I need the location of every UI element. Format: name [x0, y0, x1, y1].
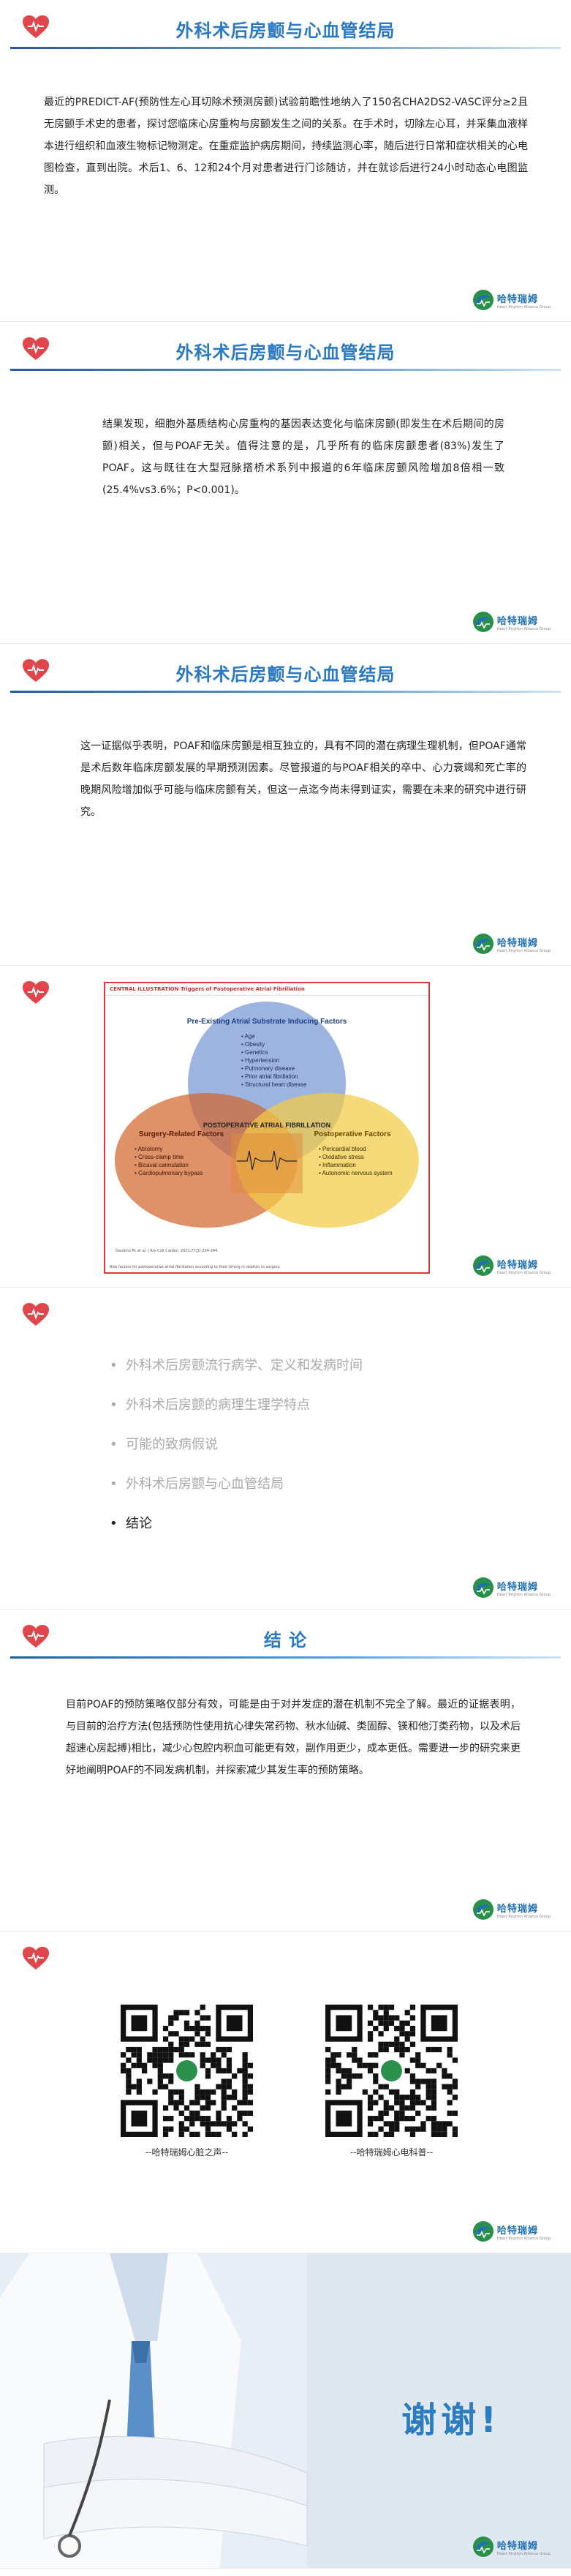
outline-item: •外科术后房颤流行病学、定义和发病时间: [110, 1358, 363, 1373]
brand-name-en: Heart Rhythm Alliance Group: [496, 1914, 551, 1919]
slide-4: CENTRAL ILLUSTRATION Triggers of Postope…: [0, 966, 571, 1288]
venn-item: • Obesity: [241, 1041, 265, 1048]
outline-item: •外科术后房颤与心血管结局: [110, 1476, 284, 1492]
logo-mark-icon: [472, 934, 494, 954]
slide-title: 外科术后房颤与心血管结局: [175, 20, 396, 41]
slide-paragraph: 结果发现，细胞外基质结构心房重构的基因表达变化与临床房颤(即发生在术后期间的房颤…: [102, 418, 504, 496]
brand-name: 哈特瑞姆: [496, 615, 538, 627]
slide-1: 外科术后房颤与心血管结局 最近的PREDICT-AF(预防性左心耳切除术预测房颤…: [0, 0, 571, 322]
slide-paragraph: 最近的PREDICT-AF(预防性左心耳切除术预测房颤)试验前瞻性地纳入了150…: [44, 97, 528, 196]
slide-paragraph: 目前POAF的预防策略仅部分有效，可能是由于对并发症的潜在机制不完全了解。最近的…: [66, 1699, 521, 1776]
qr-caption: --哈特瑞姆心电科普--: [349, 2147, 434, 2158]
logo-mark-icon: [472, 2536, 494, 2557]
logo-mark-icon: [472, 612, 494, 632]
heart-icon: [23, 659, 49, 682]
central-illustration: CENTRAL ILLUSTRATION Triggers of Postope…: [104, 982, 430, 1274]
brand-name: 哈特瑞姆: [496, 293, 538, 305]
slide-5-outline: •外科术后房颤流行病学、定义和发病时间 •外科术后房颤的病理生理学特点 •可能的…: [0, 1288, 571, 1610]
heart-icon: [23, 15, 49, 38]
qr-block-2: --哈特瑞姆心电科普--: [325, 2005, 458, 2158]
brand-name-en: Heart Rhythm Alliance Group: [496, 2236, 551, 2241]
brand-name: 哈特瑞姆: [496, 1259, 538, 1271]
brand-name: 哈特瑞姆: [496, 937, 538, 949]
figure-citation: Gaudino M, et al. J Am Coll Cardiol. 202…: [116, 1249, 219, 1253]
title-underline: [10, 691, 561, 693]
right-circle-title: Postoperative Factors: [314, 1130, 390, 1138]
venn-item: • Structural heart disease: [241, 1081, 307, 1088]
venn-diagram: Pre-Existing Atrial Substrate Inducing F…: [115, 1002, 419, 1228]
brand-name: 哈特瑞姆: [496, 1903, 538, 1915]
ecg-trace: [237, 1150, 297, 1171]
heart-icon: [23, 1303, 49, 1326]
venn-item: • Genetics: [241, 1049, 268, 1056]
title-underline: [10, 369, 561, 371]
brand-name-en: Heart Rhythm Alliance Group: [496, 1592, 551, 1597]
center-label: POSTOPERATIVE ATRIAL FIBRILLATION: [203, 1122, 330, 1129]
slide-title: 外科术后房颤与心血管结局: [175, 664, 396, 685]
outline-item: •可能的致病假说: [110, 1437, 218, 1452]
venn-item: • Pericardial blood: [319, 1146, 366, 1152]
venn-item: • Pulmonary disease: [241, 1065, 295, 1072]
logo-mark-icon: [472, 1577, 494, 1598]
brand-name-en: Heart Rhythm Alliance Group: [496, 2551, 551, 2556]
venn-item: • Inflammation: [319, 1162, 356, 1168]
venn-item: • Cardiopulmonary bypass: [135, 1170, 203, 1176]
venn-item: • Prior atrial fibrillation: [241, 1073, 298, 1080]
venn-item: • Oxidative stress: [319, 1154, 364, 1160]
venn-item: • Autonomic nervous system: [319, 1170, 393, 1176]
left-circle-title: Surgery-Related Factors: [139, 1130, 224, 1138]
heart-icon: [23, 1625, 49, 1648]
venn-item: • Bicaval cannulation: [135, 1162, 189, 1168]
venn-item: • Cross-clamp time: [135, 1154, 184, 1160]
brand-name: 哈特瑞姆: [496, 2225, 538, 2237]
qr-block-1: --哈特瑞姆心脏之声--: [121, 2005, 253, 2158]
logo-mark-icon: [472, 1899, 494, 1920]
title-underline: [10, 47, 561, 49]
slide-2: 外科术后房颤与心血管结局 结果发现，细胞外基质结构心房重构的基因表达变化与临床房…: [0, 322, 571, 644]
brand-name-en: Heart Rhythm Alliance Group: [496, 304, 551, 309]
venn-item: • Atriotomy: [135, 1146, 162, 1152]
outline-item: •结论: [110, 1516, 152, 1531]
outline-item: •外科术后房颤的病理生理学特点: [110, 1397, 310, 1413]
heart-icon: [23, 981, 49, 1004]
outline-list: •外科术后房颤流行病学、定义和发病时间 •外科术后房颤的病理生理学特点 •可能的…: [110, 1346, 363, 1544]
qr-code-icon[interactable]: [121, 2005, 253, 2137]
logo-mark-icon: [472, 1255, 494, 1276]
brand-name-en: Heart Rhythm Alliance Group: [496, 626, 551, 631]
figure-header: CENTRAL ILLUSTRATION Triggers of Postope…: [105, 983, 428, 996]
logo-mark-icon: [472, 290, 494, 310]
brand-name: 哈特瑞姆: [496, 1581, 538, 1593]
slide-6-conclusion: 结 论 目前POAF的预防策略仅部分有效，可能是由于对并发症的潜在机制不完全了解…: [0, 1610, 571, 1931]
heart-icon: [23, 337, 49, 360]
brand-name-en: Heart Rhythm Alliance Group: [496, 1270, 551, 1275]
brand-name: 哈特瑞姆: [496, 2540, 538, 2552]
qr-code-icon[interactable]: [325, 2005, 458, 2137]
heart-icon: [23, 1947, 49, 1969]
top-circle-title: Pre-Existing Atrial Substrate Inducing F…: [187, 1018, 347, 1026]
slide-title: 结 论: [263, 1630, 308, 1651]
logo-mark-icon: [472, 2221, 494, 2242]
slide-3: 外科术后房颤与心血管结局 这一证据似乎表明，POAF和临床房颤是相互独立的，具有…: [0, 644, 571, 966]
figure-footnote: Risk factors for postoperative atrial fi…: [110, 1265, 281, 1269]
brand-name-en: Heart Rhythm Alliance Group: [496, 948, 551, 953]
doctor-illustration: [0, 2253, 571, 2568]
venn-item: • Hypertension: [241, 1057, 279, 1064]
qr-caption: --哈特瑞姆心脏之声--: [145, 2147, 229, 2158]
slide-paragraph: 这一证据似乎表明，POAF和临床房颤是相互独立的，具有不同的潜在病理生理机制，但…: [80, 740, 526, 818]
venn-item: • Age: [241, 1033, 255, 1040]
title-underline: [10, 1656, 561, 1659]
thanks-text: 谢谢!: [401, 2400, 501, 2441]
slide-title: 外科术后房颤与心血管结局: [175, 342, 396, 363]
